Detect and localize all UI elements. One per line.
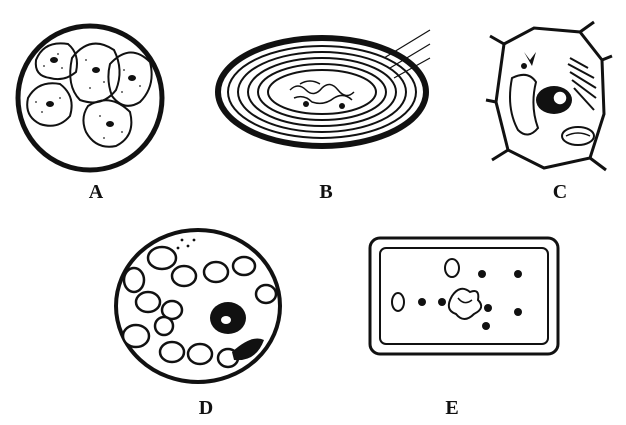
panel-a-drawing <box>6 20 172 180</box>
panel-e-label: E <box>432 398 472 418</box>
panel-d-label: D <box>186 398 226 418</box>
panel-d-drawing <box>106 222 286 392</box>
panel-e-drawing <box>364 232 564 362</box>
panel-c-label: C <box>540 182 580 202</box>
panel-a-label: A <box>76 182 116 202</box>
panel-b-drawing <box>214 14 444 154</box>
panel-b-label: B <box>306 182 346 202</box>
panel-c-drawing <box>484 18 614 178</box>
